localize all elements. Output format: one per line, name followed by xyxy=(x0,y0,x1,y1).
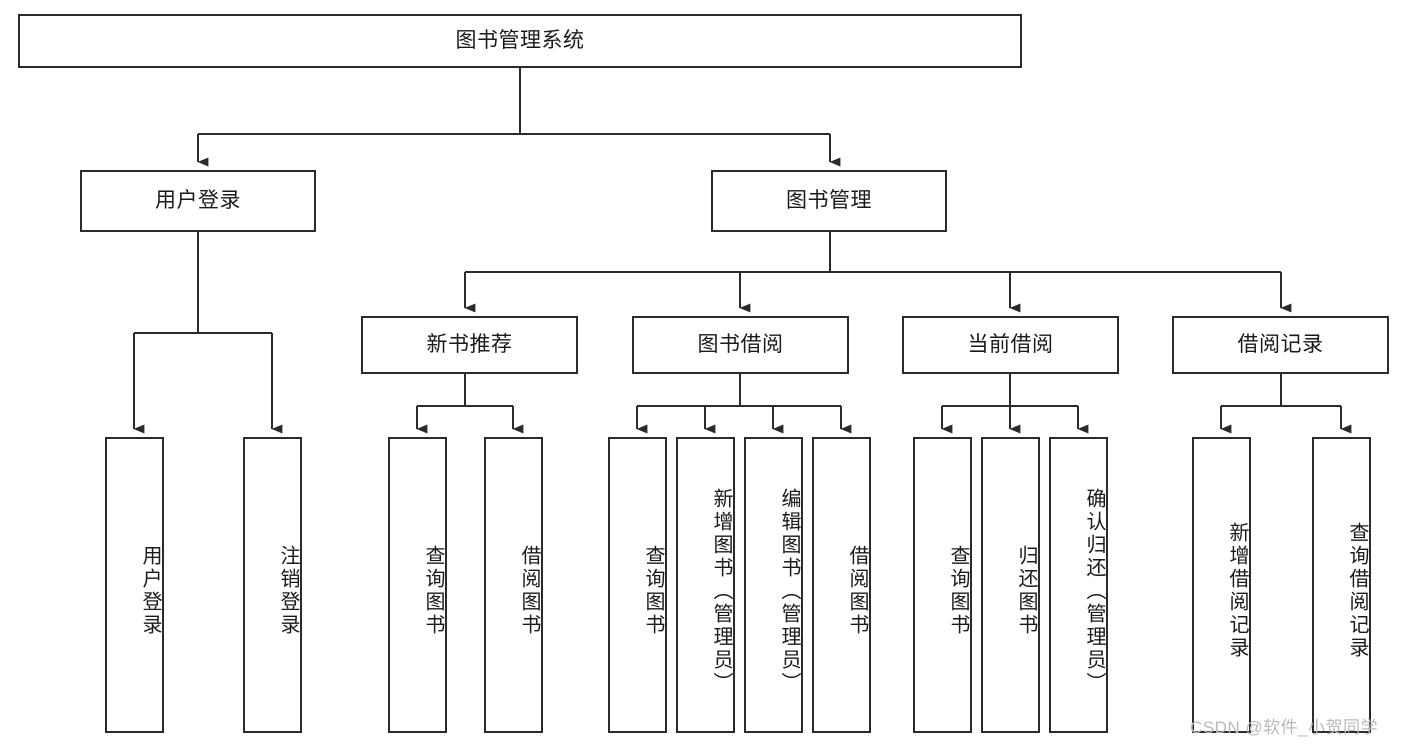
leaf-user-login[interactable]: 用户登录 xyxy=(105,437,164,733)
node-label: 借阅图书 xyxy=(518,545,540,637)
leaf-query-book-1[interactable]: 查询图书 xyxy=(388,437,447,733)
node-label: 新增借阅记录 xyxy=(1226,522,1248,660)
node-label: 借阅图书 xyxy=(846,545,868,637)
node-user-login[interactable]: 用户登录 xyxy=(80,170,316,232)
node-label: 图书管理 xyxy=(786,188,872,212)
leaf-user-logout[interactable]: 注销登录 xyxy=(243,437,302,733)
node-label: 归还图书 xyxy=(1015,545,1037,637)
leaf-return-book[interactable]: 归还图书 xyxy=(981,437,1040,733)
leaf-query-book-2[interactable]: 查询图书 xyxy=(608,437,667,733)
node-label: 注销登录 xyxy=(277,545,299,637)
node-label: 图书借阅 xyxy=(697,332,784,356)
node-label: 查询借阅记录 xyxy=(1346,522,1368,660)
leaf-query-book-3[interactable]: 查询图书 xyxy=(913,437,972,733)
node-label: 新增图书（管理员） xyxy=(710,487,732,695)
leaf-borrow-book-1[interactable]: 借阅图书 xyxy=(484,437,543,733)
node-label: 借阅记录 xyxy=(1237,332,1324,356)
leaf-borrow-book-2[interactable]: 借阅图书 xyxy=(812,437,871,733)
node-label: 查询图书 xyxy=(642,545,664,637)
node-label: 确认归还（管理员） xyxy=(1083,487,1105,695)
node-label: 查询图书 xyxy=(947,545,969,637)
node-root-book-management-system[interactable]: 图书管理系统 xyxy=(18,14,1022,68)
node-label: 新书推荐 xyxy=(426,332,513,356)
node-label: 查询图书 xyxy=(422,545,444,637)
leaf-add-record[interactable]: 新增借阅记录 xyxy=(1192,437,1251,733)
leaf-confirm-return[interactable]: 确认归还（管理员） xyxy=(1049,437,1108,733)
leaf-query-record[interactable]: 查询借阅记录 xyxy=(1312,437,1371,733)
leaf-edit-book[interactable]: 编辑图书（管理员） xyxy=(744,437,803,733)
node-book-borrow[interactable]: 图书借阅 xyxy=(632,316,849,374)
node-label: 编辑图书（管理员） xyxy=(778,487,800,695)
leaf-add-book[interactable]: 新增图书（管理员） xyxy=(676,437,735,733)
node-current-borrow[interactable]: 当前借阅 xyxy=(902,316,1119,374)
node-label: 当前借阅 xyxy=(967,332,1054,356)
node-book-manage[interactable]: 图书管理 xyxy=(711,170,947,232)
node-label: 用户登录 xyxy=(139,545,161,637)
node-label: 图书管理系统 xyxy=(455,28,585,52)
csdn-watermark: CSDN @软件_小贺同学 xyxy=(1190,718,1379,737)
node-borrow-record[interactable]: 借阅记录 xyxy=(1172,316,1389,374)
node-label: 用户登录 xyxy=(155,188,241,212)
node-new-book-recommend[interactable]: 新书推荐 xyxy=(361,316,578,374)
